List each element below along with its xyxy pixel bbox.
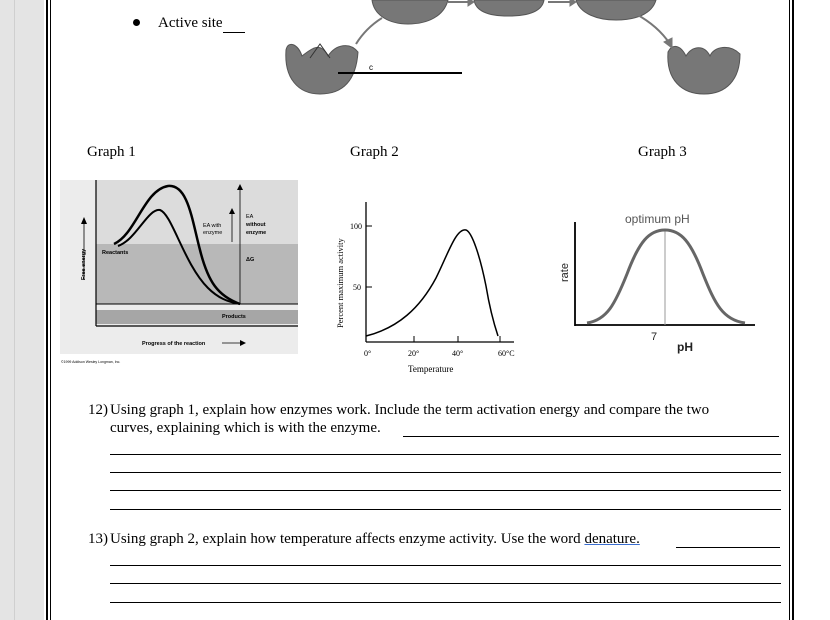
x-arrowhead: [240, 340, 246, 346]
enzyme-right: [667, 46, 741, 95]
graph1-figure: Free energy Reactants Products EA with e…: [60, 180, 298, 364]
q13-keyword: denature.: [584, 531, 640, 547]
enzyme-top-1: [371, 0, 449, 25]
optimum-ph-label: optimum pH: [625, 212, 690, 226]
ph-curve: [586, 228, 746, 325]
delta-g-label: ΔG: [246, 257, 254, 263]
q13-answer-line-3[interactable]: [110, 602, 781, 603]
arrow-4: [635, 13, 671, 45]
graph1-y-label: Free energy: [81, 248, 87, 280]
ea-without-label-2: without: [245, 222, 266, 228]
curve-without-enzyme: [113, 184, 241, 306]
active-site-label: Active site: [158, 15, 223, 31]
q12-answer-line-3[interactable]: [110, 490, 781, 491]
graph3-y-label: rate: [559, 263, 571, 282]
graph2-x-label: Temperature: [408, 364, 453, 374]
arrow-1: [355, 17, 383, 45]
graph2-ytick-50-label: 50: [353, 283, 361, 292]
activity-curve: [365, 229, 499, 337]
y-arrowhead: [81, 217, 87, 224]
graph2-xtick-60-label: 60°C: [498, 349, 515, 358]
q12-answer-line-4[interactable]: [110, 509, 781, 510]
enzyme-top-3: [575, 0, 657, 21]
substrate-outline: [309, 43, 331, 59]
arrowhead-3: [569, 0, 577, 7]
graph2-xtick-20-label: 20°: [408, 349, 419, 358]
active-site-blank: [222, 15, 245, 33]
q13-text: Using graph 2, explain how temperature a…: [110, 531, 640, 548]
graph3-figure: optimum pH rate 7 pH: [559, 212, 755, 354]
ea-without-label-3: enzyme: [246, 230, 266, 236]
products-label: Products: [222, 314, 246, 320]
graph2-figure: 100 50 0° 20° 40° 60°C Temperature Perce…: [335, 202, 515, 374]
curve-with-enzyme: [117, 209, 241, 305]
reactants-label: Reactants: [102, 250, 128, 256]
graph3-xtick-7: 7: [651, 331, 657, 343]
q13-number: 13): [88, 531, 108, 547]
graph3-title: Graph 3: [638, 144, 687, 160]
graph1-copyright: ©1999 Addison Wesley Longman, Inc.: [61, 360, 120, 364]
graph1-x-label: Progress of the reaction: [142, 341, 206, 347]
page-border-left: [46, 0, 51, 620]
q12-line2: curves, explaining which is with the enz…: [110, 420, 381, 436]
active-site-item: Active site: [158, 15, 245, 33]
ea-without-label-1: EA: [246, 214, 254, 220]
arrowhead-2: [467, 0, 475, 7]
ea-with-label-2: enzyme: [203, 230, 222, 236]
ea-with-arrowhead: [229, 208, 235, 214]
q12-answer-line-0[interactable]: [403, 436, 779, 437]
window-gutter: [0, 0, 44, 620]
q12-answer-line-2[interactable]: [110, 472, 781, 473]
graph2-xtick-40-label: 40°: [452, 349, 463, 358]
label-c: c: [369, 63, 373, 72]
page-border-right: [789, 0, 794, 620]
graph1-band-bottom: [96, 310, 298, 324]
q13-answer-line-0[interactable]: [676, 547, 780, 548]
q13-answer-line-1[interactable]: [110, 565, 781, 566]
q12-answer-line-1[interactable]: [110, 454, 781, 455]
enzyme-diagram: c: [285, 0, 741, 95]
ea-with-label-1: EA with: [203, 223, 221, 229]
q12-line1: Using graph 1, explain how enzymes work.…: [110, 402, 710, 418]
graph1-title: Graph 1: [87, 144, 136, 160]
ea-without-arrowhead: [237, 184, 243, 190]
q12-number: 12): [88, 402, 108, 418]
graph2-ytick-100-label: 100: [350, 222, 362, 231]
arrowhead-4: [663, 37, 673, 49]
q13-prompt: Using graph 2, explain how temperature a…: [110, 531, 585, 547]
gutter-edge: [14, 0, 15, 620]
enzyme-left: [285, 43, 359, 95]
graph2-title: Graph 2: [350, 144, 399, 160]
q13-answer-line-2[interactable]: [110, 583, 781, 584]
bullet-dot: [133, 19, 140, 26]
graph2-xtick-0-label: 0°: [364, 349, 371, 358]
graph3-x-label: pH: [677, 340, 693, 354]
enzyme-top-2: [473, 0, 545, 17]
graph2-y-label: Percent maximum activity: [335, 238, 345, 328]
